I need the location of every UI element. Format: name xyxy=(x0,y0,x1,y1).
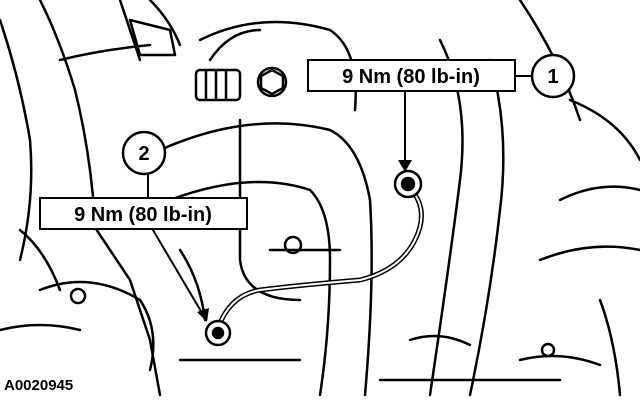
callout-1-number: 1 xyxy=(547,66,558,88)
figure-code: A0020945 xyxy=(4,377,73,394)
sensor-wire xyxy=(215,186,424,329)
callout-2-number: 2 xyxy=(138,143,149,165)
fastener-1 xyxy=(393,169,423,199)
torque-label-1: 9 Nm (80 lb-in) xyxy=(307,59,516,92)
torque-label-1-text: 9 Nm (80 lb-in) xyxy=(342,66,480,88)
callout-2: 2 xyxy=(121,130,167,176)
fastener-2 xyxy=(204,319,232,347)
callout-1: 1 xyxy=(530,53,576,99)
leader-line-2-drop xyxy=(149,224,206,319)
electrical-connector xyxy=(194,66,288,102)
torque-label-2: 9 Nm (80 lb-in) xyxy=(39,197,248,230)
arrow-head-2 xyxy=(197,308,209,322)
arrow-head-1 xyxy=(398,160,412,172)
leader-lines xyxy=(147,75,531,319)
engine-line-art xyxy=(0,0,640,397)
torque-label-2-text: 9 Nm (80 lb-in) xyxy=(74,204,212,226)
